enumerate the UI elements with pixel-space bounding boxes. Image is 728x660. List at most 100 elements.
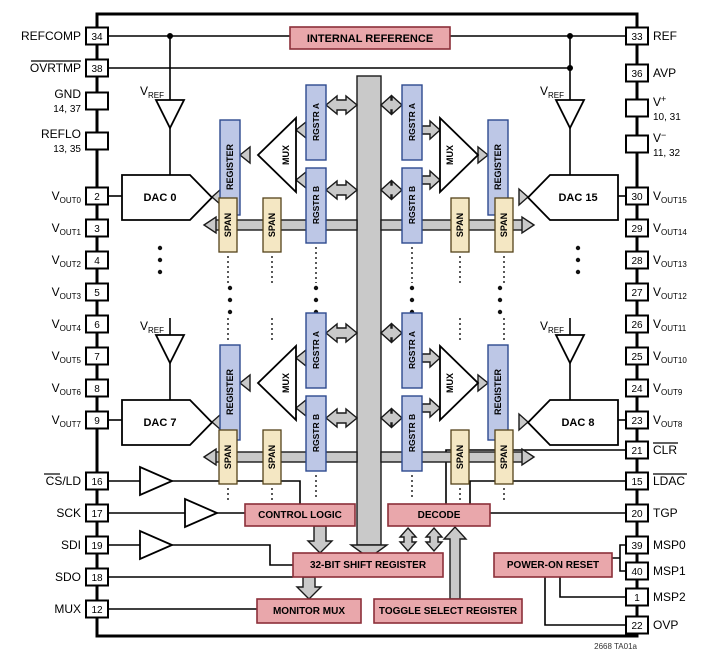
pin-box xyxy=(85,378,109,398)
pin-number: 8 xyxy=(94,384,100,395)
dac0-shape xyxy=(121,174,214,221)
buffer-triangle-icon xyxy=(139,529,175,561)
pin-label: OVRTMP xyxy=(30,61,81,75)
pin-box xyxy=(625,471,649,491)
span-box xyxy=(494,197,514,253)
register-label: REGISTER xyxy=(225,144,235,191)
bus-arrow xyxy=(421,397,442,419)
pin-label: REF xyxy=(653,29,677,43)
pin-vout11: 26 VOUT11 xyxy=(625,314,687,334)
rgstr-b-label: RGSTR B xyxy=(311,414,321,452)
bus-double-arrow xyxy=(379,179,404,201)
pin-box xyxy=(85,599,109,619)
pin-box xyxy=(85,26,109,46)
pin-box xyxy=(85,250,109,270)
bus-arrow xyxy=(294,120,307,140)
bus-double-arrow xyxy=(379,94,404,116)
junction-dot xyxy=(167,33,173,39)
pin-label: VOUT9 xyxy=(653,381,683,397)
pin-label: VOUT7 xyxy=(52,413,82,429)
mux-blocks: MUX MUX MUX MUX xyxy=(256,115,480,423)
pin-label: VOUT11 xyxy=(653,317,687,333)
pin-numbers: 11, 32 xyxy=(653,148,680,159)
power-on-reset-label: POWER-ON RESET xyxy=(507,560,599,571)
bus-arrow xyxy=(518,187,530,207)
pin-number: 25 xyxy=(631,352,643,363)
pin-box xyxy=(625,314,649,334)
dac15-label: DAC 15 xyxy=(558,192,597,204)
pin-box xyxy=(625,561,649,581)
pin-label: MSP0 xyxy=(653,538,686,552)
pin-box xyxy=(85,535,109,555)
monitor-mux-box xyxy=(256,598,362,624)
bus-arrow xyxy=(521,215,536,235)
pin-label: V+ xyxy=(653,94,666,109)
bus-arrow xyxy=(477,373,490,393)
pin-label: VOUT10 xyxy=(653,349,687,365)
bus-arrow-control-to-shift xyxy=(306,525,334,554)
pin-number: 38 xyxy=(91,64,103,75)
pin-box xyxy=(85,218,109,238)
power-on-reset-box xyxy=(493,552,613,578)
rgstr-blocks: RGSTR A RGSTR B RGSTR A RGSTR B RGSTR A … xyxy=(305,84,423,472)
pin-vout4: VOUT4 6 xyxy=(52,314,109,334)
pin-number: 18 xyxy=(91,573,103,584)
dac7-shape xyxy=(121,399,214,446)
bus-arrowhead-down xyxy=(348,544,390,559)
bus-arrow xyxy=(202,447,217,467)
pin-box xyxy=(85,346,109,366)
rgstr-b-box xyxy=(305,167,327,244)
mux-label: MUX xyxy=(445,145,455,165)
input-buffers xyxy=(139,465,220,561)
span-label: SPAN xyxy=(267,213,277,237)
pin-label: SCK xyxy=(56,506,81,520)
pin-sdo: SDO 18 xyxy=(55,567,109,587)
pin-msp0: 39 MSP0 xyxy=(625,535,686,555)
pin-vout8: 23 VOUT8 xyxy=(625,410,683,430)
internal-reference-box xyxy=(289,26,451,50)
pin-label: CS/LD xyxy=(46,474,82,488)
rgstr-b-box xyxy=(401,395,423,472)
pin-mux: MUX 12 xyxy=(54,599,109,619)
span-box xyxy=(218,197,238,253)
bus-arrow xyxy=(294,398,307,418)
span-box xyxy=(262,429,282,485)
pin-numbers: 14, 37 xyxy=(53,104,81,115)
pin-vplus: V+ 10, 31 xyxy=(625,94,681,123)
pin-box xyxy=(85,186,109,206)
buffer-triangle-icon xyxy=(184,497,220,529)
rgstr-b-label: RGSTR B xyxy=(407,186,417,224)
span-label: SPAN xyxy=(499,213,509,237)
span-label: SPAN xyxy=(223,445,233,469)
logic-blocks: INTERNAL REFERENCE CONTROL LOGIC DECODE … xyxy=(244,26,613,624)
span-box xyxy=(262,197,282,253)
bus-arrow xyxy=(421,347,442,369)
pin-label: VOUT14 xyxy=(653,221,687,237)
pin-box xyxy=(85,314,109,334)
pin-number: 26 xyxy=(631,320,643,331)
span-label: SPAN xyxy=(223,213,233,237)
toggle-select-register-label: TOGGLE SELECT REGISTER xyxy=(379,606,518,617)
signal-wires xyxy=(108,33,626,626)
pin-box xyxy=(625,503,649,523)
bus-trunk xyxy=(356,75,382,546)
pin-label: MSP2 xyxy=(653,590,686,604)
pin-box xyxy=(625,218,649,238)
decode-box xyxy=(387,503,491,527)
pin-ovrtmp: OVRTMP 38 xyxy=(30,58,109,78)
bus-arrow xyxy=(202,215,217,235)
dac15-shape xyxy=(526,174,619,221)
rgstr-a-box xyxy=(401,312,423,389)
toggle-select-register-box xyxy=(373,598,523,624)
vref-buffers: VREF VREF VREF VREF xyxy=(140,84,586,366)
pin-number: 16 xyxy=(91,477,103,488)
dashed-line xyxy=(227,318,505,342)
pin-vout2: VOUT2 4 xyxy=(52,250,109,270)
pin-box xyxy=(85,131,109,151)
pin-number: 17 xyxy=(91,509,103,520)
bus-arrow xyxy=(421,119,442,141)
register-label: REGISTER xyxy=(493,144,503,191)
pin-label: VOUT8 xyxy=(653,413,683,429)
pin-reflo: REFLO 13, 35 xyxy=(41,127,109,155)
buffer-triangle-icon xyxy=(139,465,175,497)
